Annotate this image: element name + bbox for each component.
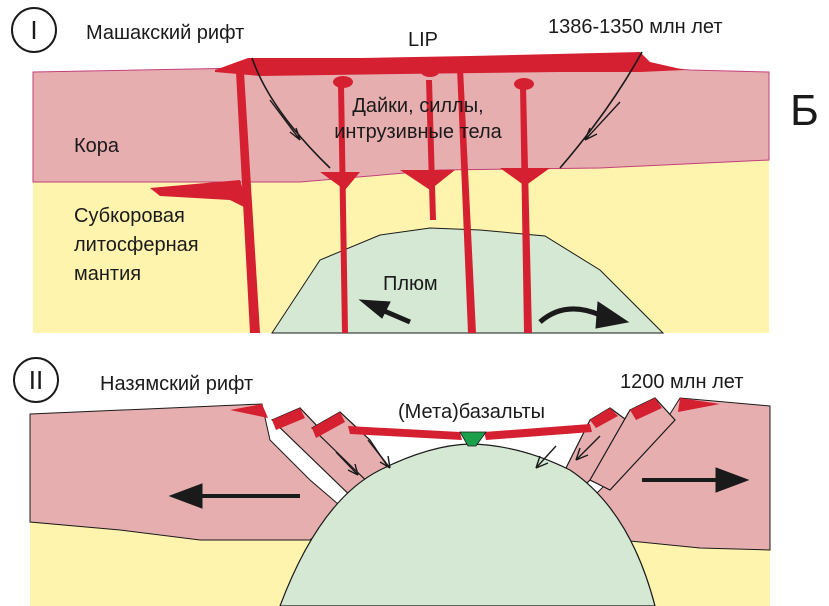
lip-label: LIP <box>408 29 438 51</box>
panel-ii: II Назямский рифт 1200 млн лет (Мета)баз… <box>14 358 770 606</box>
panel-ii-number: II <box>29 365 43 395</box>
crust-label: Кора <box>74 135 120 157</box>
dikes-label-line1: Дайки, силлы, <box>352 95 483 117</box>
plume-label: Плюм <box>383 273 438 295</box>
panel-i: I Машакский рифт LIP 1386-1350 млн лет Д… <box>12 8 819 333</box>
dikes-label-line2: интрузивные тела <box>334 121 502 143</box>
rift-label-nazyam: Назямский рифт <box>100 373 253 395</box>
rift-label-mashak: Машакский рифт <box>86 22 244 44</box>
panel-letter: Б <box>790 86 819 135</box>
panel-i-number: I <box>30 15 37 45</box>
mantle-label-line2: литосферная <box>74 234 199 256</box>
metabasalts-label: (Мета)базальты <box>398 401 545 423</box>
age-label-ii: 1200 млн лет <box>620 371 743 393</box>
age-label-i: 1386-1350 млн лет <box>548 16 723 38</box>
mantle-label-line3: мантия <box>74 263 141 285</box>
mantle-label-line1: Субкоровая <box>74 205 185 227</box>
